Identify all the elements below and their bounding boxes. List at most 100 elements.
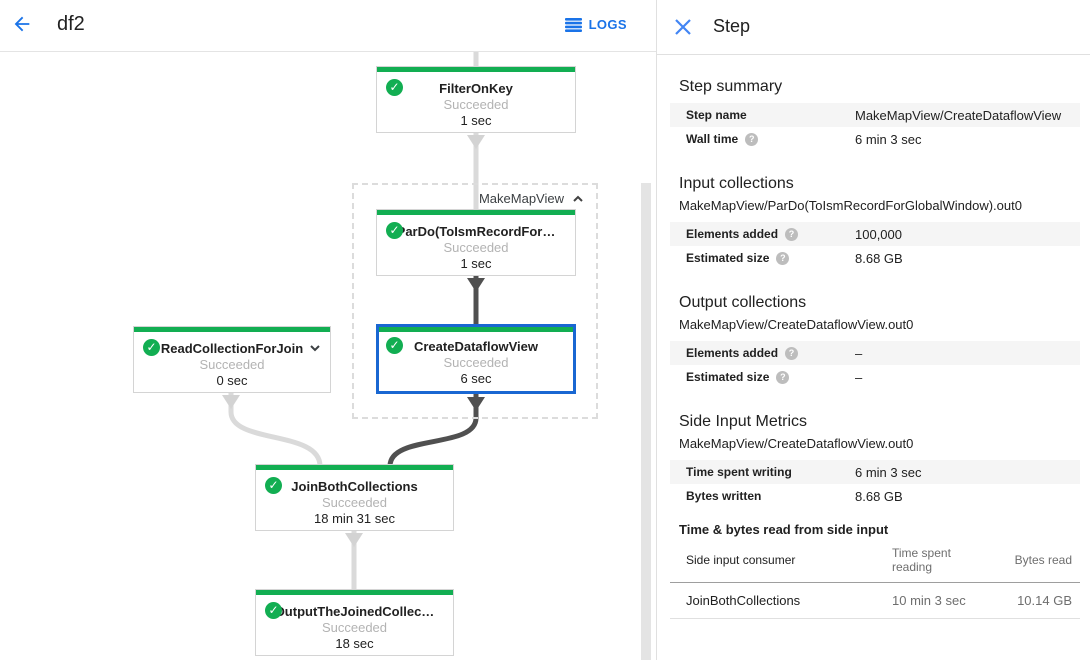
step-title: ReadCollectionForJoin (160, 341, 304, 356)
section-step-summary: Step summary Step name MakeMapView/Creat… (670, 77, 1080, 151)
kv-value: 6 min 3 sec (855, 464, 922, 480)
col-time-spent-reading: Time spent reading (892, 540, 992, 583)
kv-row-bytes-written: Bytes written 8.68 GB (670, 484, 1080, 508)
col-side-input-consumer: Side input consumer (670, 540, 892, 583)
kv-label: Time spent writing (686, 465, 792, 479)
check-circle-icon: ✓ (386, 79, 403, 96)
kv-row-elements-added: Elements added ? 100,000 (670, 222, 1080, 246)
cell-time: 10 min 3 sec (892, 582, 992, 619)
kv-row-estimated-size: Estimated size ? – (670, 365, 1080, 389)
section-heading: Side Input Metrics (679, 413, 808, 430)
cell-bytes: 10.14 GB (992, 582, 1080, 619)
kv-label: Step name (686, 108, 747, 122)
kv-row-wall-time: Wall time ? 6 min 3 sec (670, 127, 1080, 151)
kv-label: Bytes written (686, 489, 762, 503)
help-icon[interactable]: ? (745, 132, 759, 146)
step-title: OutputTheJoinedCollec… (274, 604, 435, 619)
status-bar (377, 210, 575, 215)
step-time: 0 sec (216, 373, 248, 388)
step-status: Succeeded (443, 355, 509, 370)
help-icon[interactable]: ? (785, 227, 799, 241)
step-node-joinbothcollections[interactable]: ✓ JoinBothCollections Succeeded 18 min 3… (255, 464, 454, 531)
help-icon[interactable]: ? (776, 370, 790, 384)
kv-value: 6 min 3 sec (855, 131, 922, 147)
step-title: CreateDataflowView (413, 339, 539, 354)
close-panel-button[interactable] (674, 18, 694, 38)
panel-body: Step summary Step name MakeMapView/Creat… (657, 55, 1090, 619)
check-circle-icon: ✓ (386, 337, 403, 354)
kv-label: Estimated size (686, 370, 770, 384)
step-time: 18 sec (335, 636, 374, 651)
step-node-readcollectionforjoin[interactable]: ✓ ReadCollectionForJoin Succeeded 0 sec (133, 326, 331, 393)
step-time: 1 sec (460, 256, 492, 271)
cell-consumer: JoinBothCollections (670, 582, 892, 619)
kv-label: Elements added (686, 346, 779, 360)
section-heading: Input collections (679, 175, 794, 192)
section-heading: Step summary (679, 78, 783, 95)
step-status: Succeeded (321, 620, 388, 635)
check-circle-icon: ✓ (143, 339, 160, 356)
kv-value: 100,000 (855, 226, 902, 242)
section-heading: Output collections (679, 294, 807, 311)
kv-value: 8.68 GB (855, 488, 903, 504)
kv-value: 8.68 GB (855, 250, 903, 266)
job-header: df2 LOGS (0, 0, 656, 52)
step-title: FilterOnKey (439, 81, 513, 96)
group-collapse-toggle[interactable]: MakeMapView (479, 191, 584, 206)
group-label: MakeMapView (478, 191, 564, 206)
graph-vertical-scrollbar[interactable] (641, 183, 651, 660)
section-side-input-metrics: Side Input Metrics MakeMapView/CreateDat… (670, 412, 1080, 508)
step-status: Succeeded (199, 357, 265, 372)
step-status: Succeeded (443, 97, 509, 112)
kv-value: MakeMapView/CreateDataflowView (855, 107, 1062, 123)
chevron-down-icon (310, 345, 320, 352)
step-details-panel: Step Step summary Step name MakeMapView/… (657, 0, 1090, 660)
step-node-filteronkey[interactable]: ✓ FilterOnKey Succeeded 1 sec (376, 66, 576, 133)
kv-label: Wall time (686, 132, 739, 146)
table-header-row: Side input consumer Time spent reading B… (670, 540, 1080, 583)
kv-label: Elements added (686, 227, 779, 241)
col-bytes-read: Bytes read (992, 540, 1080, 583)
table-title: Time & bytes read from side input (679, 522, 889, 537)
panel-header: Step (657, 0, 1090, 55)
status-bar (134, 327, 330, 332)
back-button[interactable] (11, 13, 37, 39)
table-row: JoinBothCollections 10 min 3 sec 10.14 G… (670, 582, 1080, 619)
job-name: df2 (57, 13, 85, 35)
section-output-collections: Output collections MakeMapView/CreateDat… (670, 293, 1080, 389)
help-icon[interactable]: ? (776, 251, 790, 265)
step-time: 6 sec (460, 371, 492, 386)
help-icon[interactable]: ? (785, 346, 799, 360)
kv-row-estimated-size: Estimated size ? 8.68 GB (670, 246, 1080, 270)
close-icon (675, 19, 691, 35)
kv-label: Estimated size (686, 251, 770, 265)
arrow-left-icon (14, 16, 30, 32)
logs-label: LOGS (588, 17, 627, 32)
step-node-createdataflowview-selected[interactable]: ✓ CreateDataflowView Succeeded 6 sec (376, 324, 576, 394)
step-node-pardo-toismrecord[interactable]: ✓ ParDo(ToIsmRecordFor… Succeeded 1 sec (376, 209, 576, 276)
kv-row-time-spent-writing: Time spent writing 6 min 3 sec (670, 460, 1080, 484)
kv-row-step-name: Step name MakeMapView/CreateDataflowView (670, 103, 1080, 127)
step-title: JoinBothCollections (291, 479, 418, 494)
kv-value: – (855, 345, 863, 361)
step-title: ParDo(ToIsmRecordFor… (396, 224, 556, 239)
section-input-collections: Input collections MakeMapView/ParDo(ToIs… (670, 174, 1080, 270)
step-time: 1 sec (460, 113, 492, 128)
status-bar (256, 590, 453, 595)
step-node-outputthejoinedcollection[interactable]: ✓ OutputTheJoinedCollec… Succeeded 18 se… (255, 589, 454, 656)
status-bar (256, 465, 453, 470)
panel-title: Step (713, 16, 751, 36)
collection-name: MakeMapView/CreateDataflowView.out0 (679, 436, 914, 451)
check-circle-icon: ✓ (386, 222, 403, 239)
logs-button[interactable]: LOGS (564, 17, 627, 32)
side-input-table: Side input consumer Time spent reading B… (670, 540, 1080, 619)
collection-name: MakeMapView/ParDo(ToIsmRecordForGlobalWi… (679, 198, 1022, 213)
check-circle-icon: ✓ (265, 602, 282, 619)
pane-divider (656, 0, 657, 660)
expand-step-toggle[interactable] (308, 339, 322, 352)
step-status: Succeeded (443, 240, 509, 255)
step-time: 18 min 31 sec (314, 511, 395, 526)
collection-name: MakeMapView/CreateDataflowView.out0 (679, 317, 914, 332)
step-status: Succeeded (321, 495, 388, 510)
